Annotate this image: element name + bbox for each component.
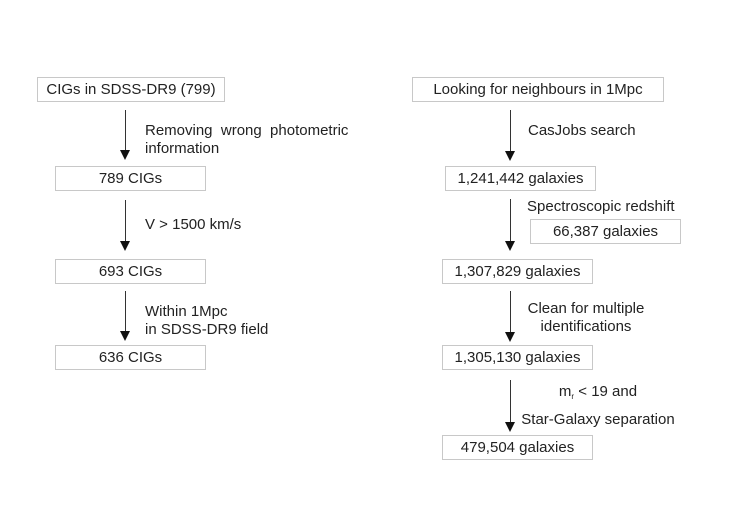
left-start-box: CIGs in SDSS-DR9 (799) bbox=[37, 77, 225, 102]
right-result2-label: 1,307,829 galaxies bbox=[454, 263, 581, 280]
left-result3-label: 636 CIGs bbox=[98, 349, 163, 366]
left-step2-label: V > 1500 km/s bbox=[145, 216, 242, 233]
right-arrow-4 bbox=[505, 380, 517, 432]
right-result4-box: 479,504 galaxies bbox=[442, 435, 593, 460]
right-result1-label: 1,241,442 galaxies bbox=[457, 170, 584, 187]
right-step4-sub: r bbox=[571, 392, 575, 401]
left-step3-label: Within 1Mpc in SDSS-DR9 field bbox=[145, 303, 268, 339]
right-start-label: Looking for neighbours in 1Mpc bbox=[433, 81, 643, 98]
right-step1-label: CasJobs search bbox=[528, 122, 636, 139]
left-result1-label: 789 CIGs bbox=[98, 170, 163, 187]
left-step3-line2: in SDSS-DR9 field bbox=[145, 321, 269, 338]
left-step1-label: Removing wrong photometric information bbox=[145, 122, 358, 158]
right-step4-label: mr < 19 and Star-Galaxy separation bbox=[512, 383, 684, 429]
right-step4-line1: mr < 19 and bbox=[512, 383, 684, 406]
left-arrow-2 bbox=[120, 200, 132, 251]
left-result2-box: 693 CIGs bbox=[55, 259, 206, 284]
left-result1-box: 789 CIGs bbox=[55, 166, 206, 191]
right-arrow-2 bbox=[505, 199, 517, 251]
left-start-label: CIGs in SDSS-DR9 (799) bbox=[46, 81, 216, 98]
left-step1-line1: Removing wrong photometric bbox=[145, 122, 349, 139]
right-result2-box: 1,307,829 galaxies bbox=[442, 259, 593, 284]
left-step1-line2: information bbox=[145, 140, 220, 157]
right-step4-line2: Star-Galaxy separation bbox=[521, 411, 675, 428]
left-arrow-1 bbox=[120, 110, 132, 160]
right-step3-line1: Clean for multiple bbox=[527, 300, 645, 317]
right-added-box: 66,387 galaxies bbox=[530, 219, 681, 244]
right-start-box: Looking for neighbours in 1Mpc bbox=[412, 77, 664, 102]
right-arrow-3 bbox=[505, 291, 517, 342]
right-step3-label: Clean for multiple identifications bbox=[519, 300, 653, 336]
right-step4-rest: < 19 and bbox=[574, 383, 638, 400]
left-result2-label: 693 CIGs bbox=[98, 263, 163, 280]
right-step3-line2: identifications bbox=[540, 318, 632, 335]
right-added-label: 66,387 galaxies bbox=[552, 223, 659, 240]
right-result4-label: 479,504 galaxies bbox=[460, 439, 575, 456]
right-step4-m: m bbox=[558, 383, 572, 400]
right-arrow-1 bbox=[505, 110, 517, 161]
left-step3-line1: Within 1Mpc bbox=[145, 303, 228, 320]
left-arrow-3 bbox=[120, 291, 132, 341]
right-step2-label: Spectroscopic redshift bbox=[527, 198, 675, 215]
right-result1-box: 1,241,442 galaxies bbox=[445, 166, 596, 191]
right-result3-label: 1,305,130 galaxies bbox=[454, 349, 581, 366]
left-result3-box: 636 CIGs bbox=[55, 345, 206, 370]
right-result3-box: 1,305,130 galaxies bbox=[442, 345, 593, 370]
